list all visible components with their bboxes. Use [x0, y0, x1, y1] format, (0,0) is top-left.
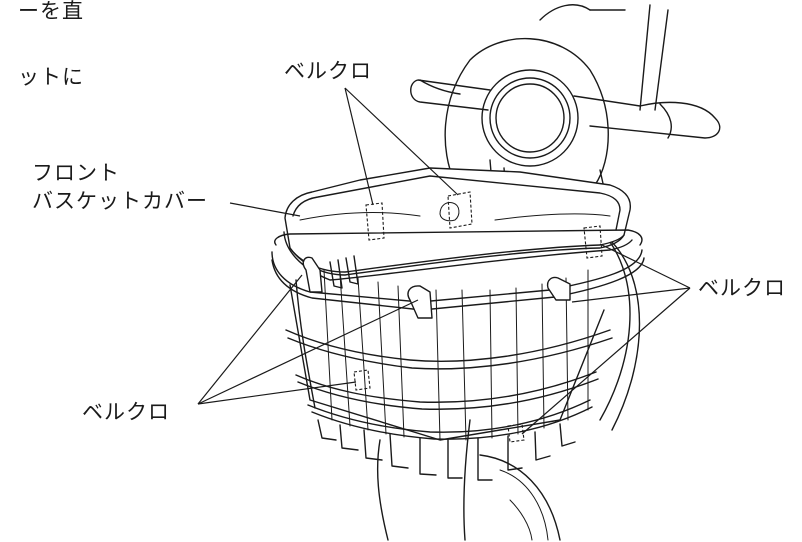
label-velcro-top: ベルクロ: [284, 59, 372, 83]
label-front-basket-cover-line1: フロント: [32, 161, 120, 185]
leader-lines: [197, 87, 691, 435]
text-fragment-1: ーを直: [18, 0, 84, 23]
label-velcro-bottom-left: ベルクロ: [82, 400, 170, 424]
wire-basket: [271, 229, 645, 481]
label-velcro-right: ベルクロ: [698, 276, 786, 300]
scooter-front-drawing: [376, 4, 721, 541]
label-front-basket-cover-line2: バスケットカバー: [32, 189, 208, 213]
front-basket-cover: [283, 167, 633, 281]
text-fragment-2: ットに: [18, 65, 84, 89]
